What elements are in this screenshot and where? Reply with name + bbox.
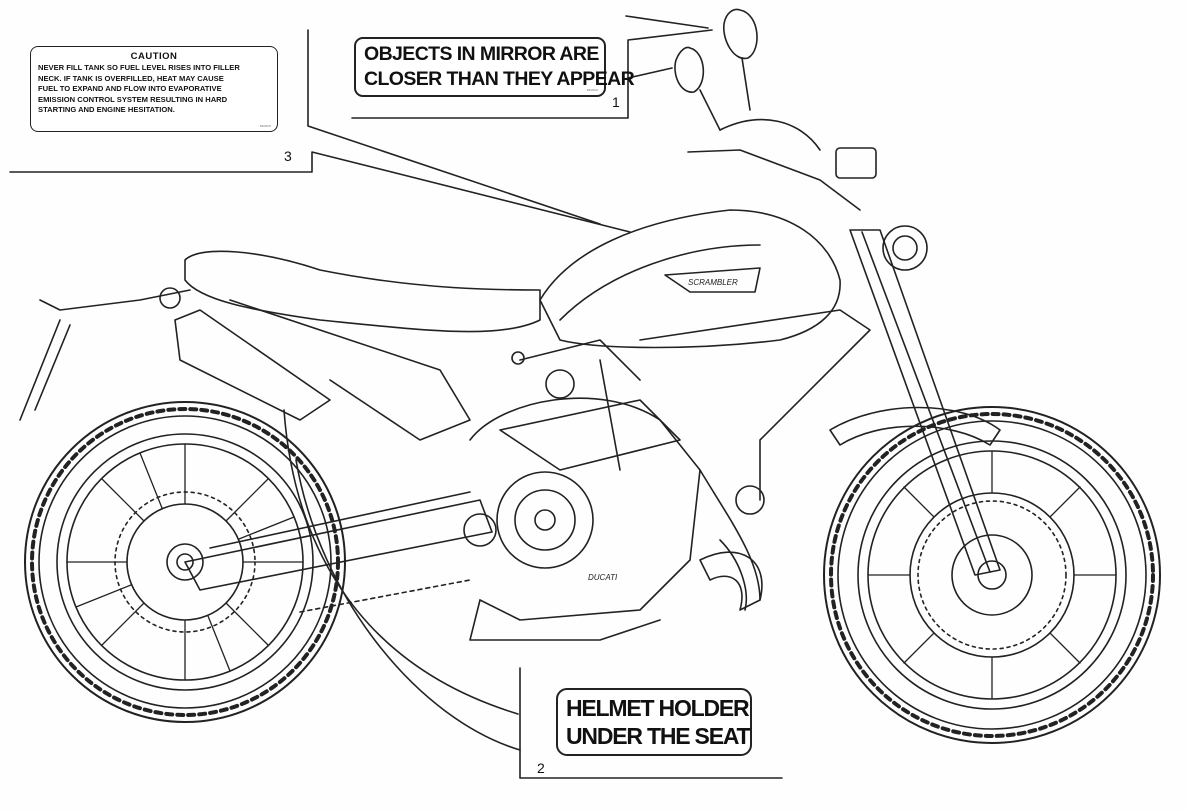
mirror-right	[723, 8, 758, 111]
rear-fender	[19, 287, 191, 421]
front-wheel	[823, 406, 1161, 744]
helmet-label: HELMET HOLDER UNDER THE SEAT	[556, 688, 752, 756]
callout-number-1: 1	[612, 94, 620, 110]
exhaust	[699, 551, 763, 611]
callout-number-3: 3	[284, 148, 292, 164]
helmet-line-1: HELMET HOLDER	[566, 695, 750, 721]
part-code-mark: ▭▭▭	[586, 87, 598, 92]
handlebar	[687, 118, 877, 211]
swingarm	[184, 491, 497, 613]
seat	[174, 250, 541, 441]
part-code-mark: ▭▭▭	[259, 123, 271, 128]
mirror-label: OBJECTS IN MIRROR ARE CLOSER THAN THEY A…	[354, 37, 635, 97]
caution-line: NECK. IF TANK IS OVERFILLED, HEAT MAY CA…	[38, 73, 224, 83]
mirror-left	[674, 46, 721, 131]
caution-text: NEVER FILL TANK SO FUEL LEVEL RISES INTO…	[38, 63, 270, 116]
caution-line: NEVER FILL TANK SO FUEL LEVEL RISES INTO…	[38, 63, 240, 72]
mirror-line-1: OBJECTS IN MIRROR ARE	[364, 43, 599, 65]
engine-badge: DUCATI	[588, 573, 618, 582]
front-fender	[829, 406, 1001, 446]
rear-wheel	[24, 401, 346, 723]
caution-title: CAUTION	[130, 51, 178, 62]
callout-leader-1	[351, 15, 713, 119]
frame-and-engine	[469, 309, 871, 641]
callout-leader-3	[9, 29, 631, 233]
helmet-line-2: UNDER THE SEAT	[566, 723, 751, 749]
caution-label: CAUTION NEVER FILL TANK SO FUEL LEVEL RI…	[30, 46, 278, 132]
fuel-tank	[539, 209, 841, 349]
caution-line: FUEL TO EXPAND AND FLOW INTO EVAPORATIVE	[38, 84, 222, 93]
tank-badge: SCRAMBLER	[688, 278, 738, 287]
caution-line: STARTING AND ENGINE HESITATION.	[38, 105, 175, 114]
callout-number-2: 2	[537, 760, 545, 776]
mirror-line-2: CLOSER THAN THEY APPEAR	[364, 68, 635, 90]
front-fork	[849, 225, 1001, 576]
caution-line: EMISSION CONTROL SYSTEM RESULTING IN HAR…	[38, 94, 228, 104]
